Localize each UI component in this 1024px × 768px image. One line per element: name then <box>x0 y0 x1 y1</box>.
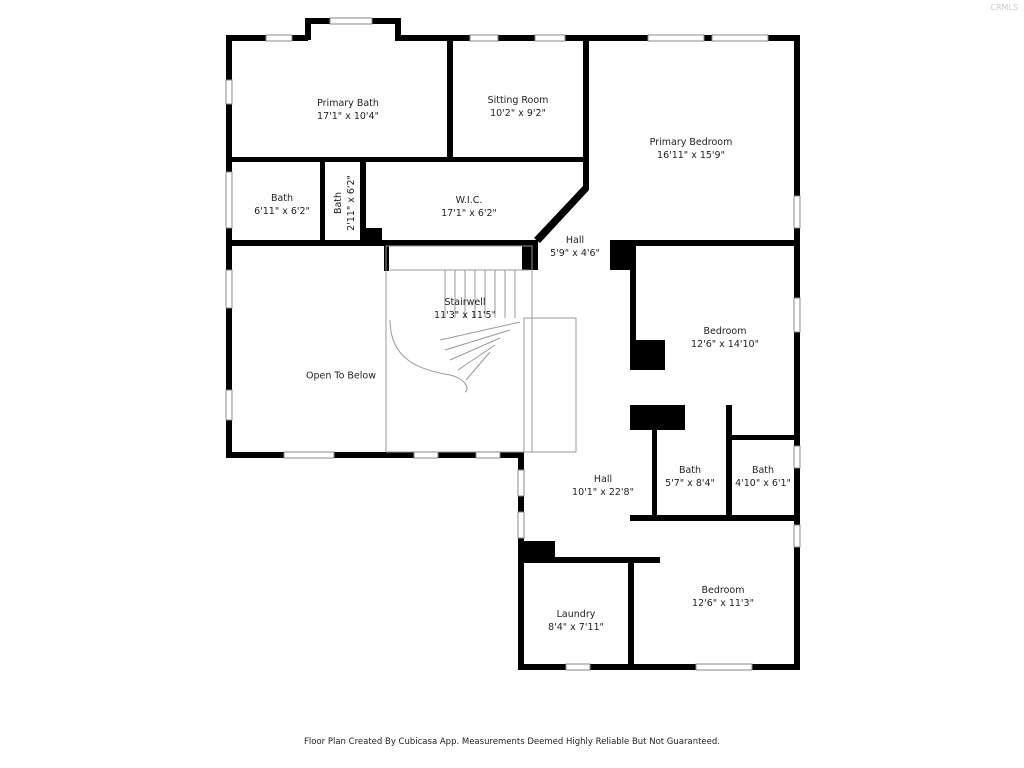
room-name: Bedroom <box>703 326 747 337</box>
room-name: Laundry <box>556 609 596 620</box>
room-name: Bath <box>270 193 294 204</box>
room-name: Bath <box>678 465 702 476</box>
room-size: 8'4" x 7'11" <box>548 622 604 633</box>
room-size: 4'10" x 6'1" <box>735 478 791 489</box>
room-size: 5'9" x 4'6" <box>550 248 600 259</box>
room-size: 5'7" x 8'4" <box>665 478 715 489</box>
windows <box>225 17 801 671</box>
room-name: Primary Bath <box>317 98 379 109</box>
room-bedroom-2: Bedroom 12'6" x 11'3" <box>692 584 754 610</box>
room-size: 16'11" x 15'9" <box>657 150 725 161</box>
room-size: 17'1" x 10'4" <box>317 111 379 122</box>
walls <box>226 18 800 670</box>
room-bath-1: Bath 6'11" x 6'2" <box>254 192 310 218</box>
room-name: W.I.C. <box>455 195 483 206</box>
room-size: 6'11" x 6'2" <box>254 206 310 217</box>
room-size: 11'3" x 11'5" <box>434 310 496 321</box>
room-sitting-room: Sitting Room 10'2" x 9'2" <box>488 94 549 120</box>
disclaimer-footer: Floor Plan Created By Cubicasa App. Meas… <box>304 737 720 747</box>
room-name: Bath <box>333 191 344 215</box>
room-name: Stairwell <box>444 297 486 308</box>
room-name: Sitting Room <box>487 95 549 106</box>
room-wic: W.I.C. 17'1" x 6'2" <box>441 194 497 220</box>
room-name: Bath <box>751 465 775 476</box>
room-open-to-below: Open To Below <box>306 370 376 383</box>
room-name: Bedroom <box>701 585 745 596</box>
room-size: 10'1" x 22'8" <box>572 487 634 498</box>
room-laundry: Laundry 8'4" x 7'11" <box>548 608 604 634</box>
room-size: 12'6" x 14'10" <box>691 339 759 350</box>
room-name: Open To Below <box>306 370 376 382</box>
room-size: 12'6" x 11'3" <box>692 598 754 609</box>
room-hall-main: Hall 10'1" x 22'8" <box>572 473 634 499</box>
stairs <box>385 245 577 453</box>
room-stairwell: Stairwell 11'3" x 11'5" <box>434 296 496 322</box>
room-primary-bath: Primary Bath 17'1" x 10'4" <box>317 97 379 123</box>
room-size: 10'2" x 9'2" <box>490 108 546 119</box>
room-size: 17'1" x 6'2" <box>441 208 497 219</box>
room-name: Hall <box>593 474 613 485</box>
room-hall-upper: Hall 5'9" x 4'6" <box>550 234 600 260</box>
watermark: CRMLS <box>990 3 1018 12</box>
room-bedroom-1: Bedroom 12'6" x 14'10" <box>691 325 759 351</box>
room-name: Primary Bedroom <box>649 137 733 148</box>
room-name: Hall <box>565 235 585 246</box>
room-bath-4: Bath 4'10" x 6'1" <box>735 464 791 490</box>
room-size: 2'11" x 6'2" <box>346 175 357 231</box>
room-bath-3: Bath 5'7" x 8'4" <box>665 464 715 490</box>
room-primary-bedroom: Primary Bedroom 16'11" x 15'9" <box>650 136 733 162</box>
